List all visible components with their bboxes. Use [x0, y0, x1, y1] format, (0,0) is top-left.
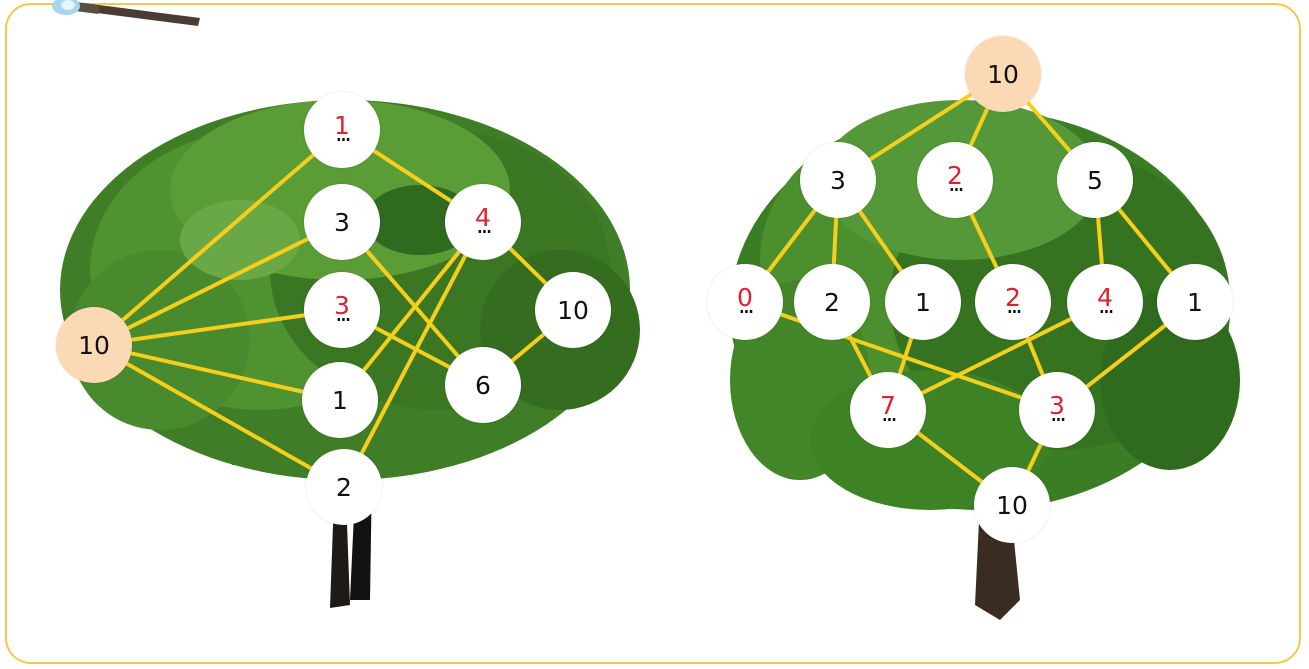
blank-placeholder: ...: [1050, 399, 1067, 427]
left-tree-node-answer[interactable]: ...1: [304, 92, 380, 168]
left-tree-edge: [92, 128, 344, 347]
right-tree-node-root: 10: [965, 36, 1041, 112]
left-tree-edge: [93, 343, 345, 489]
pencil-icon: [52, 0, 200, 26]
node-value: 3: [334, 207, 350, 237]
right-tree-node-given: 10: [974, 467, 1050, 543]
node-value: 1: [1187, 287, 1203, 317]
left-tree-node-root: 10: [56, 307, 132, 383]
right-tree-node-answer[interactable]: ...3: [1019, 372, 1095, 448]
node-value: 3: [830, 165, 846, 195]
answer-value: 7: [880, 391, 896, 420]
right-tree-node-answer[interactable]: ...0: [707, 264, 783, 340]
right-tree-node-answer[interactable]: ...7: [850, 372, 926, 448]
node-value: 1: [915, 287, 931, 317]
node-value: 10: [987, 59, 1019, 89]
right-tree-node-answer[interactable]: ...2: [917, 142, 993, 218]
node-value: 2: [336, 472, 352, 502]
right-tree-node-given: 1: [885, 264, 961, 340]
node-value: 6: [475, 370, 491, 400]
left-tree-edge: [93, 220, 343, 347]
blank-placeholder: ...: [335, 299, 352, 327]
node-value: 2: [824, 287, 840, 317]
blank-placeholder: ...: [335, 119, 352, 147]
answer-value: 4: [1097, 283, 1113, 312]
right-tree-node-answer[interactable]: ...2: [975, 264, 1051, 340]
answer-value: 1: [334, 111, 350, 140]
left-tree-edge: [93, 343, 341, 402]
node-value: 10: [557, 295, 589, 325]
left-tree-node-given: 3: [304, 184, 380, 260]
node-value: 10: [78, 330, 110, 360]
answer-value: 3: [334, 291, 350, 320]
answer-value: 0: [737, 283, 753, 312]
left-tree-node-given: 2: [306, 449, 382, 525]
left-tree-edge: [93, 308, 343, 347]
blank-placeholder: ...: [476, 211, 493, 239]
left-tree-node-given: 10: [535, 272, 611, 348]
page-frame: [5, 3, 1301, 664]
right-tree-edge: [744, 300, 1058, 412]
right-tree-node-answer[interactable]: ...4: [1067, 264, 1143, 340]
right-tree-edge: [887, 300, 1106, 412]
right-tree-node-given: 3: [800, 142, 876, 218]
blank-placeholder: ...: [738, 291, 755, 319]
left-tree-illustration: [60, 100, 640, 608]
blank-placeholder: ...: [948, 169, 965, 197]
blank-placeholder: ...: [881, 399, 898, 427]
answer-value: 3: [1049, 391, 1065, 420]
left-tree-node-answer[interactable]: ...4: [445, 184, 521, 260]
right-tree-node-given: 1: [1157, 264, 1233, 340]
blank-placeholder: ...: [1098, 291, 1115, 319]
answer-value: 2: [1005, 283, 1021, 312]
left-tree-node-given: 6: [445, 347, 521, 423]
left-tree-edge: [342, 221, 485, 488]
node-value: 1: [332, 385, 348, 415]
left-tree-node-answer[interactable]: ...3: [304, 272, 380, 348]
node-value: 10: [996, 490, 1028, 520]
answer-value: 4: [475, 203, 491, 232]
right-tree-node-given: 5: [1057, 142, 1133, 218]
answer-value: 2: [947, 161, 963, 190]
left-tree-node-given: 1: [302, 362, 378, 438]
right-tree-node-given: 2: [794, 264, 870, 340]
blank-placeholder: ...: [1006, 291, 1023, 319]
node-value: 5: [1087, 165, 1103, 195]
